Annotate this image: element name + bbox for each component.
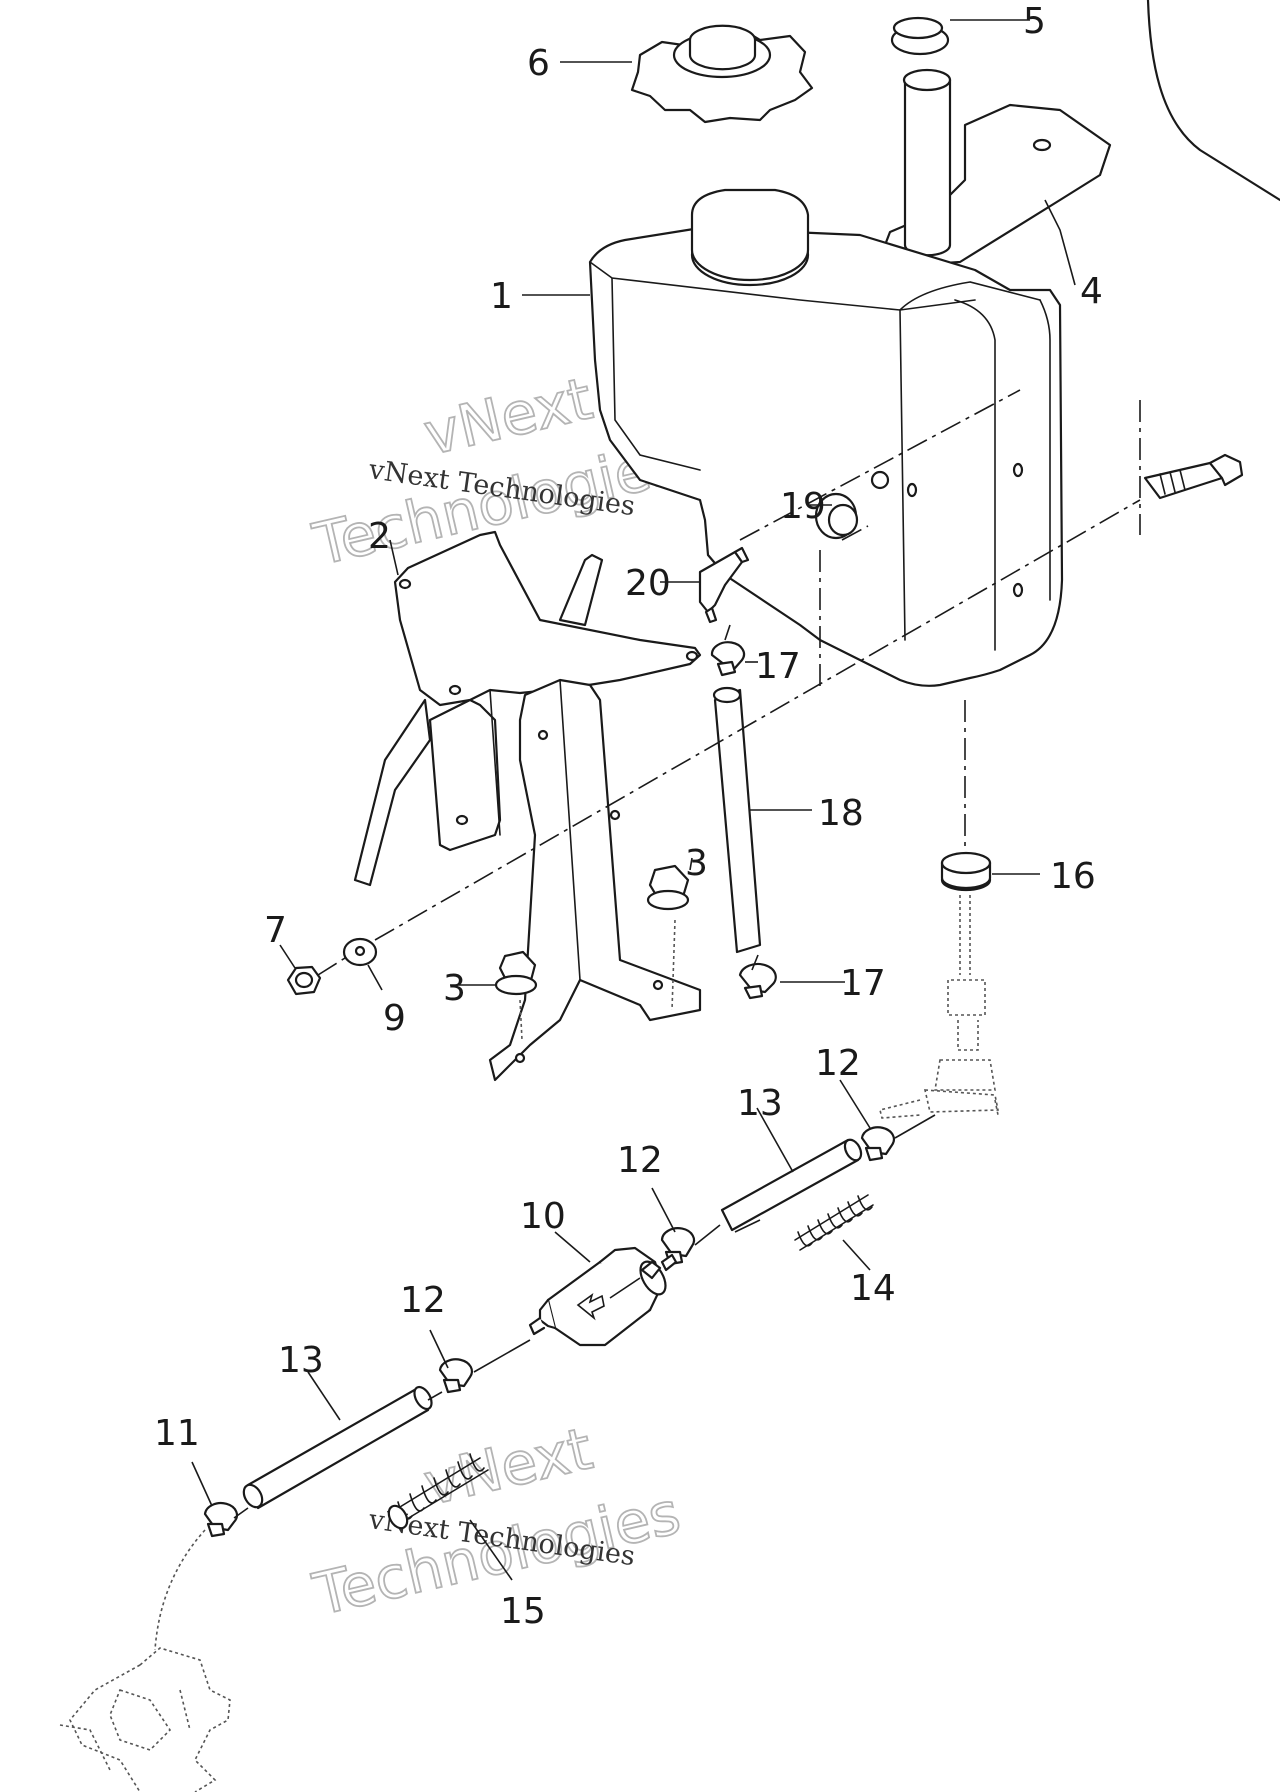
callout-18: 18 [818,793,864,834]
callout-1: 1 [490,276,513,317]
callout-7: 7 [264,910,287,951]
callout-6: 6 [527,43,550,84]
spring-lower-part [387,1453,489,1530]
callout-13-lower: 13 [278,1340,324,1381]
callout-9: 9 [383,998,406,1039]
callout-3-upper: 3 [685,843,708,884]
assembly-lines [154,389,1141,1651]
callout-leaders [191,19,1076,1581]
callout-4: 4 [1080,271,1103,312]
frame-panel-edge [1146,0,1280,202]
callout-10: 10 [520,1196,566,1237]
washer-part [342,937,378,967]
fuel-filter-part [528,1246,678,1347]
filler-plug-part [890,16,950,56]
hex-nut-part [286,965,322,996]
hose-clamp-lower-part [738,962,777,1000]
callout-5: 5 [1023,1,1046,42]
callout-16: 16 [1050,856,1096,897]
flange-nut-lower-part [494,950,538,1041]
fuel-line-lower-part [242,1385,433,1510]
flange-nut-upper-part [646,864,690,1011]
callout-15: 15 [500,1591,546,1632]
hose-clamp-upper-part [710,641,746,677]
callout-2: 2 [368,516,391,557]
callout-20: 20 [625,563,671,604]
callout-13-upper: 13 [737,1083,783,1124]
callout-19: 19 [780,486,826,527]
hose-clamp-right-part [860,1126,895,1162]
callout-labels: 1 2 3 3 4 5 6 7 9 10 11 12 12 12 13 13 1… [154,1,1103,1632]
callout-12-left: 12 [400,1280,446,1321]
shutoff-valve-outline [879,895,999,1119]
callout-17-lower: 17 [840,963,886,1004]
callout-17-upper: 17 [755,646,801,687]
callout-3-lower: 3 [443,968,466,1009]
filler-neck-bracket-part [883,68,1112,267]
spring-upper-part [794,1194,874,1251]
fuel-tank-part [588,188,1064,687]
tank-bracket-part [353,530,702,1082]
elbow-fitting-part [698,546,750,624]
bushing-part [940,851,992,892]
callout-12-middle: 12 [617,1140,663,1181]
hose-clamp-end-part [203,1501,239,1538]
fuel-hose-part [712,686,762,954]
fuel-cap-part [630,24,814,124]
callout-11: 11 [154,1413,200,1454]
fuel-line-upper-part [720,1138,863,1232]
callout-12-right: 12 [815,1043,861,1084]
hose-clamp-left-part [438,1358,473,1394]
mounting-bolt-part [1143,453,1244,500]
callout-14: 14 [850,1268,896,1309]
engine-inlet-outline [59,1647,231,1792]
